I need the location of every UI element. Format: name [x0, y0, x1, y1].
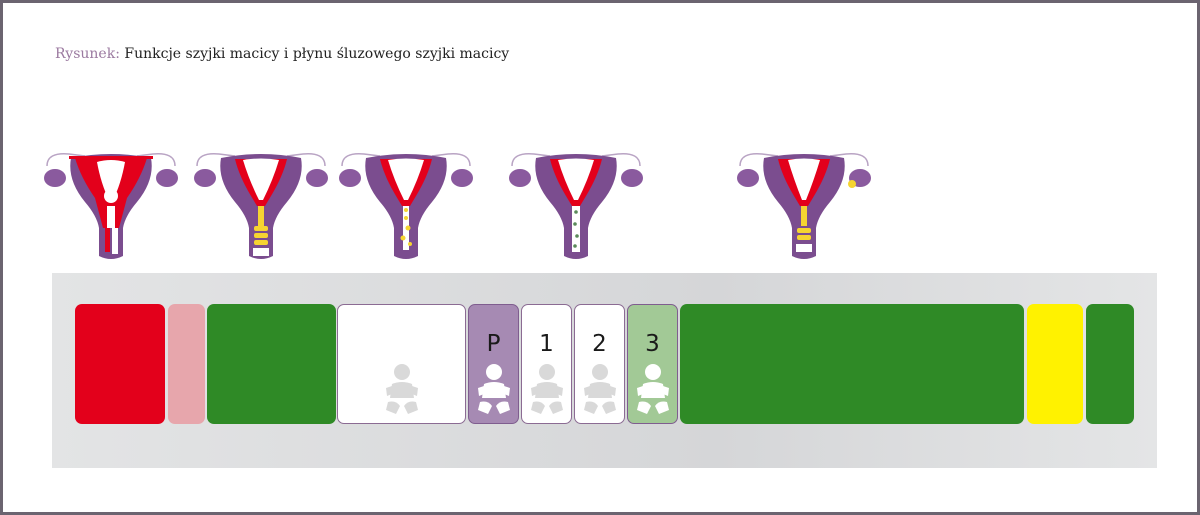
- uterus-fertile-mucus-icon: [339, 153, 473, 259]
- box-menstruation: [75, 304, 165, 424]
- uterus-peak-mucus-icon: [509, 153, 643, 259]
- baby-icon: [477, 364, 510, 414]
- figure-caption: Rysunek: Funkcje szyjki macicy i płynu ś…: [55, 46, 509, 62]
- uterus-menstruation-icon: [44, 153, 178, 259]
- baby-icon: [530, 364, 563, 414]
- box-yellow-phase: [1027, 304, 1083, 424]
- uterus-post-ovulation-icon: [737, 153, 871, 259]
- cycle-band: P 1 2: [52, 273, 1157, 468]
- uterus-closed-cervix-icon: [194, 153, 328, 259]
- box-dry-days: [207, 304, 336, 424]
- caption-title: Funkcje szyjki macicy i płynu śluzowego …: [124, 46, 510, 62]
- baby-icon: [636, 364, 669, 414]
- box-post-peak-1: 1: [521, 304, 572, 424]
- box-post-peak-2: 2: [574, 304, 625, 424]
- box-infertile-phase: [680, 304, 1024, 424]
- post-peak-2-label: 2: [592, 331, 607, 357]
- box-post-peak-3: 3: [627, 304, 678, 424]
- box-end-green: [1086, 304, 1134, 424]
- box-peak-day: P: [468, 304, 519, 424]
- baby-icon: [385, 364, 418, 414]
- box-fertile-mucus: [337, 304, 466, 424]
- box-light-bleeding: [168, 304, 205, 424]
- caption-prefix: Rysunek:: [55, 46, 120, 62]
- baby-icon: [583, 364, 616, 414]
- post-peak-1-label: 1: [539, 331, 554, 357]
- post-peak-3-label: 3: [645, 331, 660, 357]
- peak-day-label: P: [486, 331, 501, 357]
